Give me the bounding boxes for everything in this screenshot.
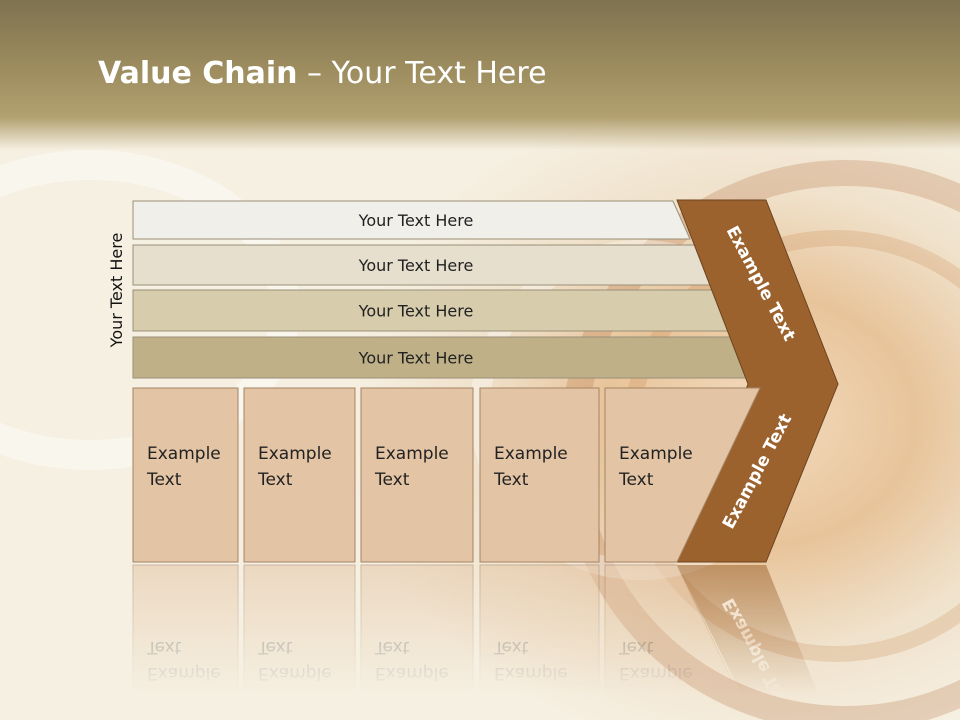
column-reflection-text: Example xyxy=(147,663,221,683)
column-reflection xyxy=(360,564,474,720)
activity-column xyxy=(360,387,474,563)
activity-column-label-line2: Text xyxy=(146,470,182,490)
column-reflection-text: Text xyxy=(257,637,293,657)
process-bar xyxy=(132,200,691,240)
column-reflection-text: Example xyxy=(494,663,568,683)
activity-column-label-line1: Example xyxy=(619,444,693,464)
column-reflection-text: Text xyxy=(618,637,654,657)
side-label-container: Your Text Here xyxy=(107,233,126,349)
activity-column-label-line2: Text xyxy=(374,470,410,490)
column-reflection-text: Example xyxy=(375,663,449,683)
process-bar-label: Your Text Here xyxy=(358,349,474,368)
slide-title: Value Chain – Your Text Here xyxy=(98,54,547,94)
activity-column xyxy=(132,387,239,563)
activity-column-label-line1: Example xyxy=(375,444,449,464)
column-reflection-text: Text xyxy=(493,637,529,657)
column-reflection-text: Text xyxy=(146,637,182,657)
title-bar xyxy=(0,0,960,150)
activity-column-label-line1: Example xyxy=(258,444,332,464)
column-reflection-text: Example xyxy=(619,663,693,683)
activity-column-label-line1: Example xyxy=(494,444,568,464)
process-bar-label: Your Text Here xyxy=(358,211,474,230)
activity-column xyxy=(243,387,356,563)
activity-column-label-line1: Example xyxy=(147,444,221,464)
activity-column-label-line2: Text xyxy=(618,470,654,490)
activity-column-label-line2: Text xyxy=(493,470,529,490)
activity-column-label-line2: Text xyxy=(257,470,293,490)
process-bar-label: Your Text Here xyxy=(358,256,474,275)
process-bar-label: Your Text Here xyxy=(358,302,474,321)
activity-column xyxy=(604,387,761,563)
title-rest: – Your Text Here xyxy=(297,56,547,91)
column-reflection-text: Text xyxy=(374,637,410,657)
chevron-reflection xyxy=(677,565,829,720)
title-bold: Value Chain xyxy=(98,56,298,91)
column-reflection xyxy=(479,564,600,720)
activity-column xyxy=(479,387,600,563)
column-reflection-text: Example xyxy=(258,663,332,683)
column-reflection xyxy=(243,564,356,720)
side-label: Your Text Here xyxy=(107,233,126,349)
column-reflection xyxy=(132,564,239,720)
